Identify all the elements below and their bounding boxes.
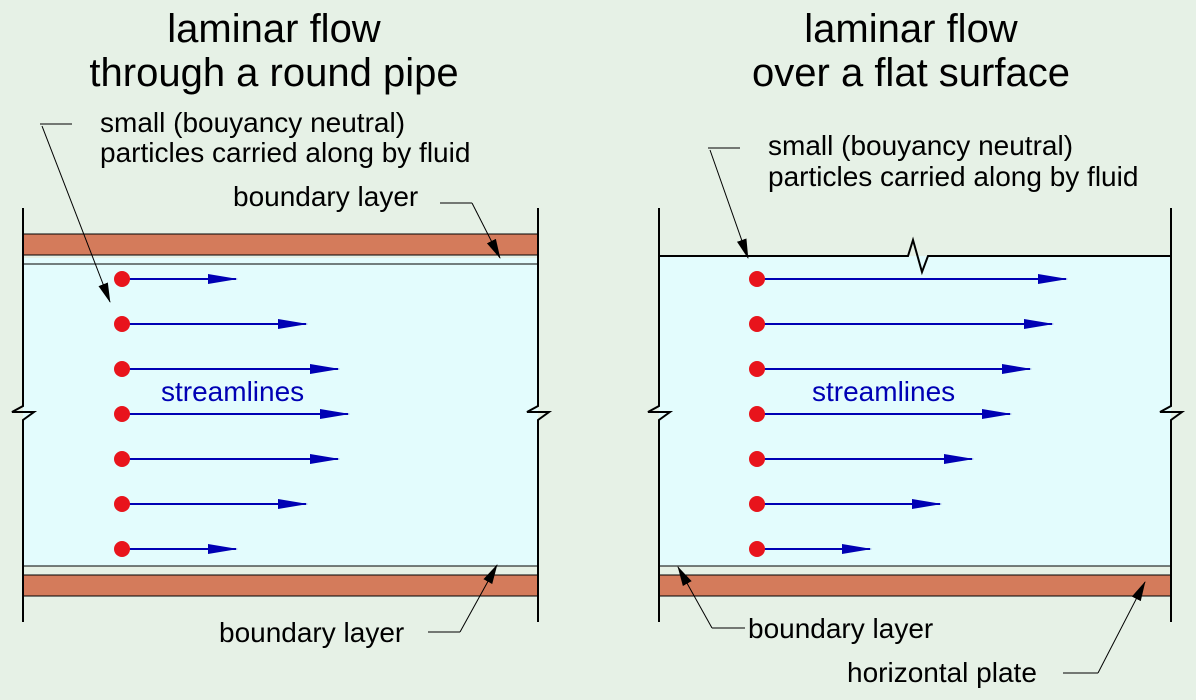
flat-top-break-line: [659, 236, 1171, 276]
pipe-top-wall: [22, 233, 539, 256]
right-particle-3: [749, 361, 765, 377]
left-particles-pointer-arrow: [41, 125, 111, 303]
right-boundary-arrow: [677, 566, 713, 629]
right-streamlines: [757, 274, 1068, 554]
right-particle-5: [749, 451, 765, 467]
right-title-line1: laminar flow: [804, 7, 1018, 51]
left-particles-label-line1: small (bouyancy neutral): [100, 107, 405, 138]
flat-right-break-line: [1159, 208, 1186, 622]
left-particles-label-line2: particles carried along by fluid: [100, 137, 470, 168]
horizontal-plate: [658, 574, 1172, 597]
flat-left-break-line: [647, 208, 674, 622]
right-panel: laminar flow over a flat surface small (…: [647, 7, 1186, 688]
right-particle-4: [749, 406, 765, 422]
left-particles: [114, 271, 130, 557]
right-plate-arrow: [1097, 581, 1146, 674]
left-particle-6: [114, 496, 130, 512]
left-panel: laminar flow through a round pipe small …: [11, 7, 553, 648]
left-particle-7: [114, 541, 130, 557]
left-particle-5: [114, 451, 130, 467]
right-streamlines-label: streamlines: [812, 376, 955, 407]
right-particles: [749, 271, 765, 557]
right-title-line2: over a flat surface: [752, 51, 1070, 95]
pipe-left-break-line: [11, 208, 38, 622]
right-particles-pointer-arrow: [709, 149, 749, 259]
right-particle-2: [749, 316, 765, 332]
left-particle-4: [114, 406, 130, 422]
left-particle-2: [114, 316, 130, 332]
right-particle-6: [749, 496, 765, 512]
right-particle-7: [749, 541, 765, 557]
left-boundary-top-label: boundary layer: [233, 181, 418, 212]
right-boundary-label: boundary layer: [748, 613, 933, 644]
left-streamlines-label: streamlines: [161, 376, 304, 407]
left-particle-3: [114, 361, 130, 377]
right-particles-label-line2: particles carried along by fluid: [768, 161, 1138, 192]
pipe-bottom-wall: [22, 574, 539, 597]
pipe-right-break-line: [526, 208, 553, 622]
right-particles-label-line1: small (bouyancy neutral): [768, 130, 1073, 161]
right-particle-1: [749, 271, 765, 287]
left-title-line1: laminar flow: [167, 7, 381, 51]
left-title-line2: through a round pipe: [89, 51, 458, 95]
left-boundary-top-arrow: [471, 202, 501, 259]
left-boundary-bottom-label: boundary layer: [219, 617, 404, 648]
left-boundary-bottom-arrow: [459, 564, 498, 633]
left-particle-1: [114, 271, 130, 287]
left-streamlines: [122, 274, 350, 554]
right-plate-label: horizontal plate: [847, 657, 1037, 688]
pipe-fluid-region: [23, 258, 538, 566]
flat-fluid-region: [659, 256, 1171, 566]
